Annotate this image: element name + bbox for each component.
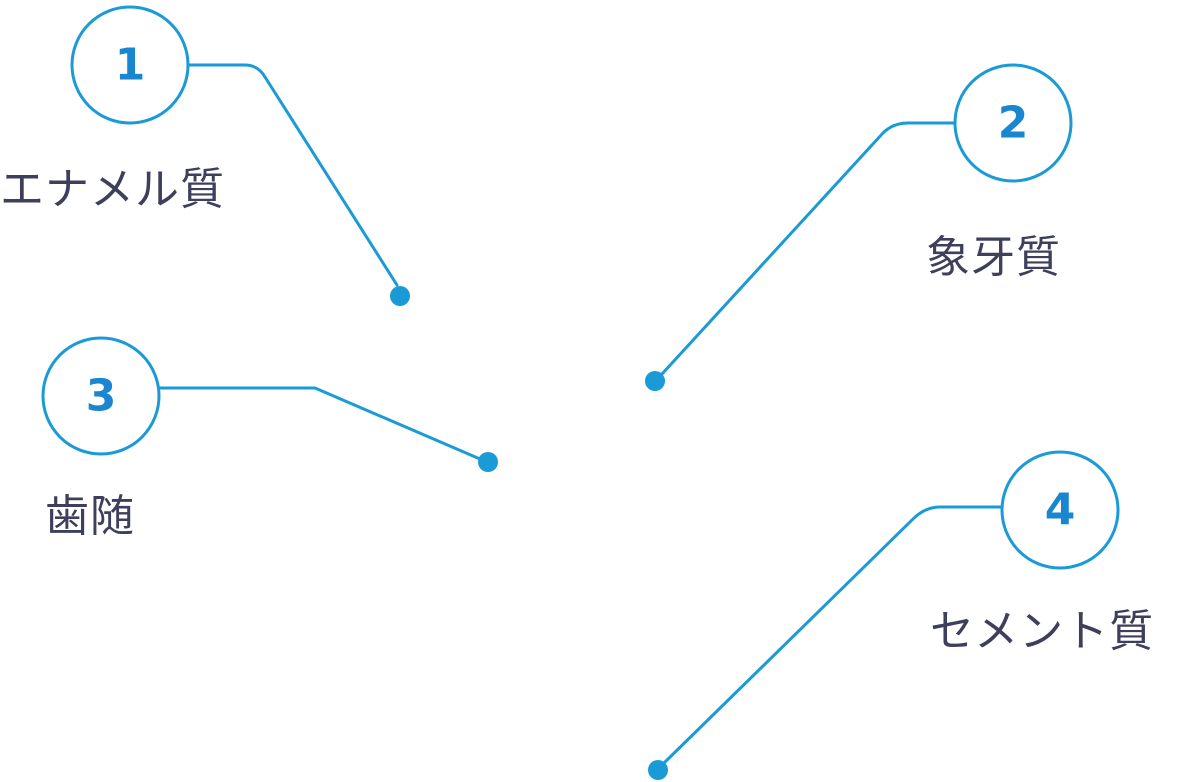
leader-line-3 [158,386,482,461]
callout-3: 3 歯随 [41,336,498,542]
number-3: 3 [86,371,117,422]
label-dentin: 象牙質 [926,232,1061,283]
target-dot-3 [478,452,498,472]
number-badge-4 [1000,450,1120,570]
callout-2: 2 象牙質 [645,63,1073,391]
number-badge-1 [70,5,190,125]
number-badge-2 [953,63,1073,183]
callout-1: 1 エナメル質 [0,5,410,306]
target-dot-2 [645,371,665,391]
label-pulp: 歯随 [45,491,135,542]
number-2: 2 [998,98,1029,149]
number-1: 1 [115,40,146,91]
leader-line-2 [660,121,956,376]
number-4: 4 [1045,485,1076,536]
target-dot-1 [390,286,410,306]
target-dot-4 [648,760,668,780]
number-badge-3 [41,336,161,456]
label-enamel: エナメル質 [0,164,225,215]
label-cementum: セメント質 [930,606,1154,657]
leader-line-4 [662,505,1003,765]
leader-line-1 [188,63,399,287]
callout-4: 4 セメント質 [648,450,1154,780]
